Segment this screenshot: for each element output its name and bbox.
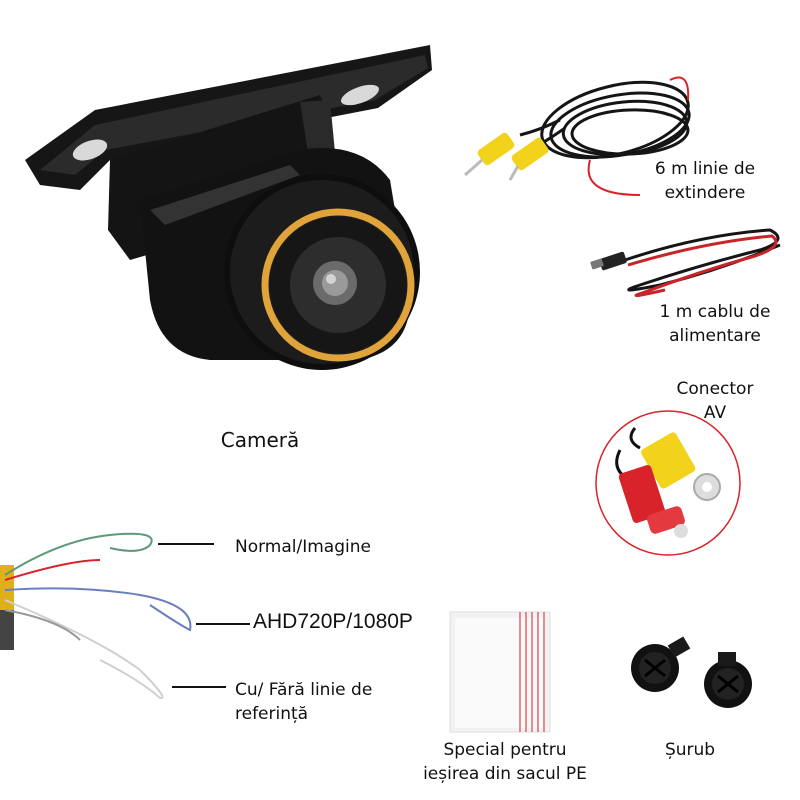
power-label-line1: 1 m cablu de [659, 302, 771, 322]
bag-label-line1: Special pentru [443, 740, 567, 760]
power-label-line2: alimentare [669, 326, 761, 346]
bag-label: Special pentru ieșirea din sacul PE [405, 738, 605, 786]
av-label-line1: Conector [676, 379, 754, 399]
screw-label: Șurub [664, 740, 716, 760]
av-label-line2: AV [703, 403, 727, 423]
camera-label: Cameră [220, 428, 300, 452]
wire-ref-label: Cu/ Fără linie de referință [235, 678, 415, 726]
wire-ref-label-line1: Cu/ Fără linie de [235, 680, 373, 700]
extension-label: 6 m linie de extindere [630, 157, 780, 205]
wire-normal-label: Normal/Imagine [235, 537, 371, 557]
wire-ref-label-line2: referință [235, 704, 309, 724]
av-label: Conector AV [660, 377, 770, 425]
lens-ring [261, 208, 415, 362]
power-label: 1 m cablu de alimentare [630, 300, 800, 348]
extension-label-line2: extindere [664, 183, 746, 203]
extension-label-line1: 6 m linie de [654, 159, 756, 179]
bag-label-line2: ieșirea din sacul PE [423, 764, 587, 784]
wire-ahd-label: AHD720P/1080P [253, 610, 413, 633]
